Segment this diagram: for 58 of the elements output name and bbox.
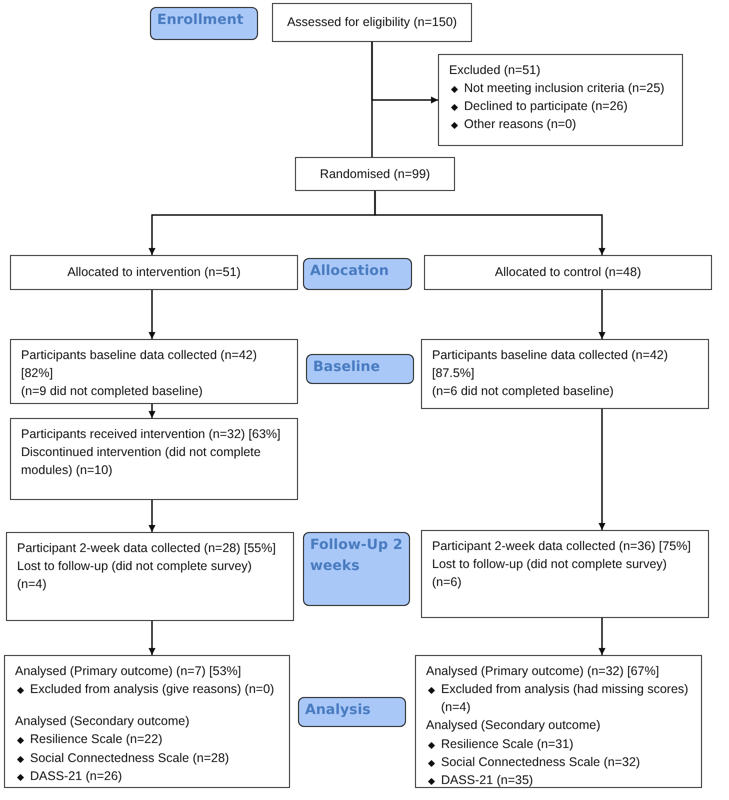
stage-text: Follow-Up 2 weeks — [310, 536, 403, 576]
arrow — [148, 404, 156, 418]
stage-label — [306, 354, 414, 384]
process-box — [438, 54, 683, 146]
stage-label — [150, 7, 258, 40]
stage-text: Enrollment — [157, 11, 244, 30]
stage-label — [303, 258, 412, 290]
box-text: Participant 2-week data collected (n=28) [55%] Lost to follow-up (did not complete survey) (n=4) — [17, 540, 277, 594]
process-box — [10, 255, 298, 290]
list-item: Other reasons (n=0) — [464, 116, 576, 134]
list-item: Resilience Scale (n=31) — [441, 736, 574, 753]
box-text: Excluded (n=51) — [449, 62, 542, 79]
process-box — [272, 3, 472, 42]
arrow — [148, 500, 156, 532]
arrow — [148, 621, 156, 655]
stage-label — [303, 532, 410, 606]
arrow — [598, 409, 606, 530]
process-box — [295, 157, 455, 191]
arrow — [598, 618, 606, 655]
stage-text: Baseline — [313, 358, 382, 377]
box-text: Participant 2-week data collected (n=36) [75%] Lost to follow-up (did not complete survey) (n=6) — [432, 538, 692, 592]
stage-label — [298, 697, 406, 727]
box-text: Assessed for eligibility (n=150) — [287, 14, 457, 32]
box-text: Analysed (Secondary outcome) — [15, 713, 190, 730]
process-box — [421, 530, 709, 618]
box-text: Allocated to intervention (n=51) — [67, 264, 241, 282]
list-item: Excluded from analysis (had missing scores) (n=4) — [441, 681, 690, 716]
process-box — [4, 655, 290, 788]
list-item: Resilience Scale (n=22) — [30, 731, 162, 748]
process-box — [10, 339, 298, 404]
box-text: Analysed (Secondary outcome) — [426, 717, 602, 734]
list-item: Declined to participate (n=26) — [464, 98, 628, 116]
box-text: Participants baseline data collected (n=42) [87.5%] — [432, 347, 669, 382]
box-text: Allocated to control (n=48) — [494, 264, 642, 282]
process-box — [6, 532, 294, 621]
process-box — [415, 655, 702, 788]
arrow — [598, 290, 606, 339]
box-text: Participants baseline data collected (n=42) [82%] — [21, 347, 258, 382]
box-text: Analysed (Primary outcome) (n=7) [53%] — [15, 663, 242, 680]
process-box — [421, 339, 709, 409]
box-text: (n=9 did not completed baseline) — [21, 383, 204, 400]
box-text: (n=6 did not completed baseline) — [432, 383, 615, 400]
stage-text: Analysis — [305, 701, 372, 720]
box-text: Analysed (Primary outcome) (n=32) [67%] — [426, 663, 660, 680]
arrow — [371, 42, 438, 104]
stage-text: Allocation — [310, 262, 390, 281]
list-item: Excluded from analysis (give reasons) (n=0) — [30, 681, 274, 698]
box-text: Participants received intervention (n=32) [63%] Discontinued intervention (did not complete modules) (n=10) — [21, 426, 282, 480]
list-item: DASS-21 (n=26) — [30, 768, 122, 785]
process-box — [424, 255, 712, 290]
list-item: Not meeting inclusion criteria (n=25) — [464, 80, 664, 98]
arrow — [148, 290, 156, 339]
box-text: Randomised (n=99) — [320, 166, 430, 183]
list-item: Social Connectedness Scale (n=28) — [30, 750, 230, 767]
process-box — [10, 418, 298, 500]
arrow — [374, 191, 606, 255]
list-item: Social Connectedness Scale (n=32) — [441, 754, 640, 771]
list-item: DASS-21 (n=35) — [441, 772, 534, 789]
